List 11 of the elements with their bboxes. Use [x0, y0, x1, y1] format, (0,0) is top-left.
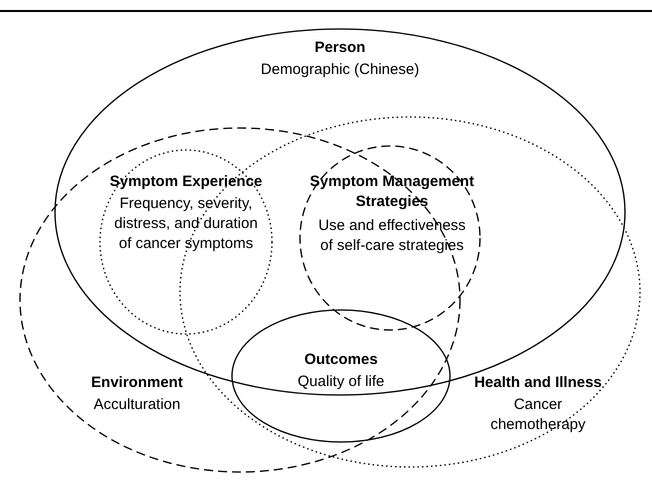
concept-title: Person — [314, 38, 366, 58]
concept-title: Health and Illness — [473, 373, 603, 393]
concept-description: Acculturation — [92, 395, 182, 415]
concept-title: Symptom Experience — [108, 172, 264, 192]
concept-description: Frequency, severity, distress, and duration of cancer symptoms — [113, 194, 259, 254]
concept-description: Quality of life — [296, 372, 386, 392]
concept-title: Environment — [90, 373, 184, 393]
concept-description: Demographic (Chinese) — [260, 60, 420, 80]
concept-title: Outcomes — [303, 350, 379, 370]
concept-title: Symptom Management Strategies — [308, 172, 476, 212]
concept-description: Cancer chemotherapy — [489, 395, 587, 435]
